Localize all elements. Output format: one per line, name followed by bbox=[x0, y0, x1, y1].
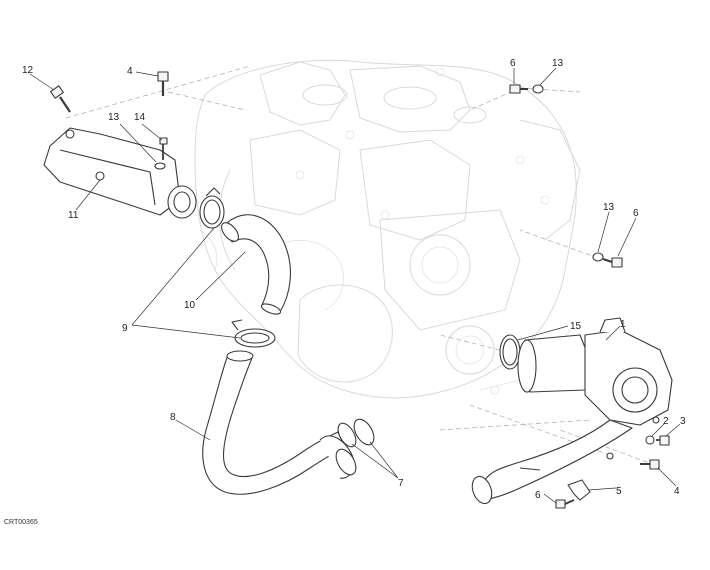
callout-numbers: 12 4 13 14 11 6 13 13 6 10 9 15 1 8 2 3 … bbox=[22, 58, 686, 501]
bolt-4-upper bbox=[157, 71, 169, 96]
callout-6: 6 bbox=[510, 58, 516, 69]
bolt-part-3 bbox=[656, 435, 670, 446]
callout-8: 8 bbox=[170, 412, 176, 423]
engine-block-outline bbox=[194, 59, 581, 399]
washer-part-2 bbox=[645, 435, 655, 445]
drawing-code: CRT00365 bbox=[4, 519, 38, 526]
callout-6: 6 bbox=[633, 208, 639, 219]
o-rings-part-7 bbox=[337, 418, 375, 448]
upper-hose-part-10 bbox=[221, 214, 291, 315]
callout-7: 7 bbox=[398, 478, 404, 489]
o-ring-part-15 bbox=[499, 334, 521, 370]
washer-13-top bbox=[532, 84, 544, 94]
hose-clamp-upper bbox=[199, 187, 225, 229]
callout-14: 14 bbox=[134, 112, 146, 123]
callout-12: 12 bbox=[22, 65, 34, 76]
bolt-6-right bbox=[602, 257, 623, 268]
callout-3: 3 bbox=[680, 416, 686, 427]
bolt-6-top bbox=[509, 84, 528, 94]
callout-2: 2 bbox=[663, 416, 669, 427]
callout-13: 13 bbox=[108, 112, 120, 123]
callout-4: 4 bbox=[674, 486, 680, 497]
hose-clamp-lower bbox=[231, 319, 276, 348]
bolt-part-6-lower bbox=[555, 499, 575, 509]
screw-14 bbox=[159, 137, 168, 160]
lower-hose-part-8 bbox=[202, 350, 357, 495]
bolt-part-4-lower bbox=[640, 459, 660, 470]
thermostat-housing-part-11 bbox=[43, 127, 197, 219]
callout-11: 11 bbox=[68, 210, 79, 221]
callout-13: 13 bbox=[603, 202, 615, 213]
callout-5: 5 bbox=[616, 486, 622, 497]
water-pump-part-1 bbox=[471, 317, 673, 505]
callout-6: 6 bbox=[535, 490, 541, 501]
callout-leader-lines bbox=[29, 67, 681, 504]
callout-9: 9 bbox=[122, 323, 128, 334]
assembly-guide-lines bbox=[65, 65, 656, 466]
washer-13-right bbox=[592, 252, 604, 262]
bolt-12 bbox=[50, 85, 71, 113]
callout-15: 15 bbox=[570, 321, 582, 332]
washer-13-upper-left bbox=[154, 162, 166, 170]
bracket-part-5 bbox=[567, 479, 591, 501]
callout-10: 10 bbox=[184, 300, 196, 311]
callout-4: 4 bbox=[127, 66, 133, 77]
callout-13: 13 bbox=[552, 58, 564, 69]
callout-1: 1 bbox=[620, 319, 626, 330]
